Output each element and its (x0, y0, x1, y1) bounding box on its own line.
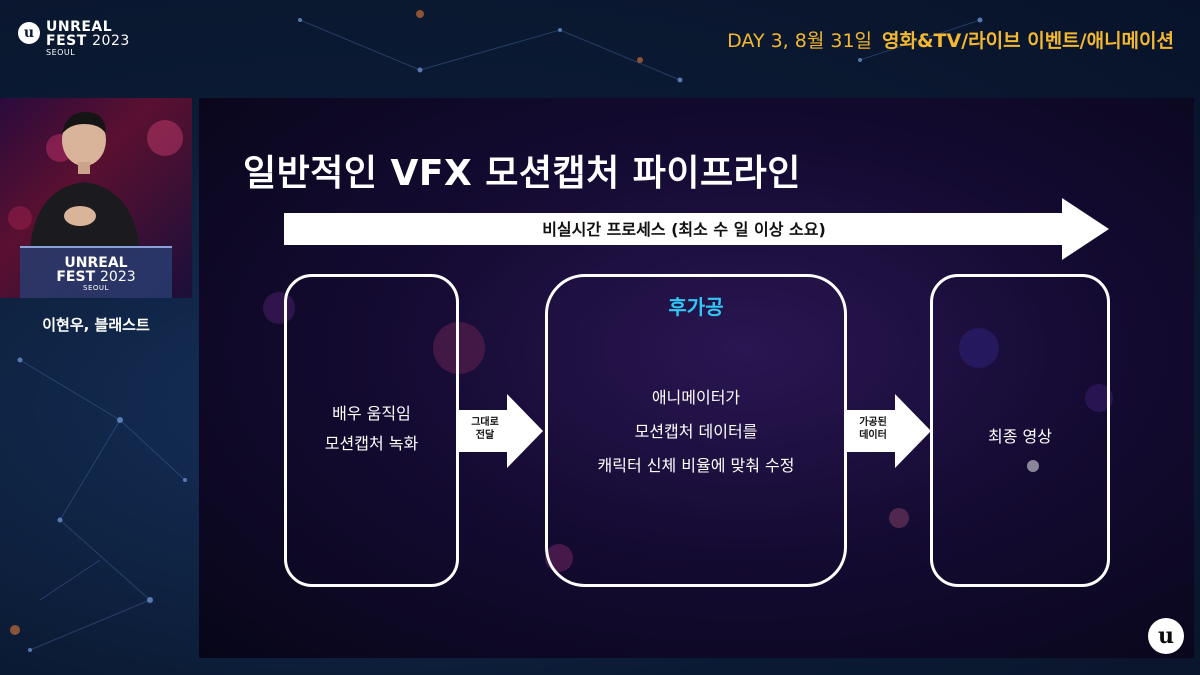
session-info: DAY 3, 8월 31일 영화&TV/라이브 이벤트/애니메이션 (727, 26, 1174, 53)
stage-capture-line: 배우 움직임 (332, 404, 411, 423)
unreal-fest-logo: u UNREAL FEST 2023 SEOUL (18, 20, 130, 57)
logo-year: 2023 (92, 33, 130, 49)
stage-final-line: 최종 영상 (988, 427, 1052, 446)
presentation-slide: 일반적인 VFX 모션캡처 파이프라인 비실시간 프로세스 (최소 수 일 이상… (199, 98, 1194, 658)
unreal-engine-icon: u (18, 22, 40, 44)
arrow-label-line: 전달 (475, 430, 495, 441)
speaker-figure (8, 112, 183, 248)
podium-line-city: SEOUL (83, 284, 109, 293)
podium-sign: UNREAL FEST 2023 SEOUL (20, 246, 172, 298)
speaker-name: 이현우, 블래스트 (42, 316, 150, 334)
transfer-arrow-2-label: 가공된 데이터 (849, 416, 897, 442)
podium-year: 2023 (100, 268, 136, 285)
logo-line-unreal: UNREAL (46, 19, 113, 35)
logo-wordmark: UNREAL FEST 2023 SEOUL (46, 20, 130, 57)
process-label: 비실시간 프로세스 (최소 수 일 이상 소요) (542, 220, 826, 239)
stage-post-heading: 후가공 (668, 295, 724, 319)
transfer-arrow-1 (457, 394, 543, 468)
podium-line-fest: FEST 2023 (56, 268, 136, 285)
stage-post-text: 애니메이터가 모션캡처 데이터를 캐릭터 신체 비율에 맞춰 수정 (548, 381, 844, 483)
stage-post-line: 애니메이터가 (651, 388, 741, 407)
stage-box-post-processing: 후가공 애니메이터가 모션캡처 데이터를 캐릭터 신체 비율에 맞춰 수정 (545, 274, 847, 587)
logo-line-fest: FEST 2023 (46, 34, 130, 48)
slide-title: 일반적인 VFX 모션캡처 파이프라인 (243, 153, 801, 194)
podium-fest-word: FEST (56, 268, 96, 285)
unreal-engine-corner-icon: u (1148, 618, 1184, 654)
transfer-arrow-2 (845, 394, 931, 468)
process-timeline-arrow (284, 198, 1109, 260)
speaker-video-panel: UNREAL FEST 2023 SEOUL (0, 98, 192, 298)
logo-line-city: SEOUL (46, 48, 76, 57)
stage-box-capture: 배우 움직임 모션캡처 녹화 (284, 274, 459, 587)
transfer-arrow-1-label: 그대로 전달 (461, 416, 509, 442)
logo-fest-word: FEST (46, 33, 87, 49)
stage-capture-text: 배우 움직임 모션캡처 녹화 (287, 399, 456, 459)
podium-line-unreal: UNREAL (64, 254, 128, 271)
arrow-label-line: 그대로 (471, 417, 499, 428)
session-category: 영화&TV/라이브 이벤트/애니메이션 (882, 30, 1174, 52)
stage-box-final: 최종 영상 (930, 274, 1110, 587)
stage-final-text: 최종 영상 (933, 422, 1107, 452)
arrow-label-line: 가공된 (859, 417, 887, 428)
stage-capture-line: 모션캡처 녹화 (324, 434, 419, 453)
session-day: DAY 3, 8월 31일 (727, 30, 873, 52)
arrow-label-line: 데이터 (859, 430, 887, 441)
stage-post-line: 캐릭터 신체 비율에 맞춰 수정 (597, 456, 795, 475)
stage-post-line: 모션캡처 데이터를 (634, 422, 758, 441)
